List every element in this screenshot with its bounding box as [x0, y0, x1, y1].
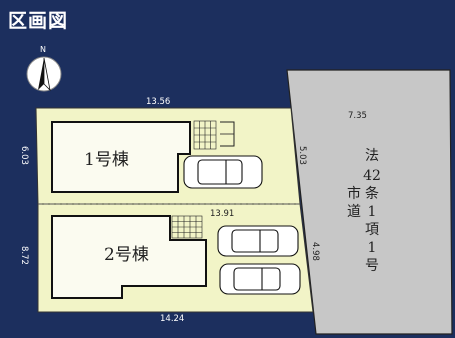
dim-lot1-depth: 6.03 [19, 146, 29, 165]
car-lot-1 [183, 155, 263, 189]
road-label-char: 1 [368, 240, 377, 256]
north-arrow-icon [26, 56, 62, 92]
road-label-char: 1 [368, 204, 377, 220]
road-label-char: 市 [347, 185, 361, 202]
road-label-char: 号 [365, 258, 379, 274]
dim-road-width: 7.35 [348, 111, 367, 121]
road-area [286, 69, 453, 335]
building-2-outline [51, 215, 207, 299]
porch-2-grid [171, 215, 203, 239]
dim-middle-width: 13.91 [210, 209, 234, 219]
road-label-char: 条 [365, 185, 379, 202]
road-label-char: 法 [365, 148, 379, 164]
car-lot-2-upper [217, 225, 299, 257]
road-label: 法 42 条 1 項 1 号 市 道 [347, 148, 381, 274]
lot-2-label: 2号棟 [104, 245, 149, 265]
porch-1-grid [193, 120, 217, 150]
dim-bottom-width: 14.24 [160, 314, 184, 324]
dim-lot2-depth: 8.72 [19, 246, 29, 265]
building-1-outline [51, 121, 191, 193]
lot-1-label: 1号棟 [84, 150, 129, 170]
car-lot-2-lower [219, 263, 301, 295]
road-label-char: 42 [363, 168, 381, 184]
dim-road-side-lower: 4.98 [310, 242, 320, 261]
dim-top-width: 13.56 [146, 97, 170, 107]
road-label-char: 項 [365, 222, 379, 238]
compass-label: N [40, 45, 46, 54]
road-label-char: 道 [347, 204, 361, 220]
page-title: 区画図 [8, 10, 69, 32]
dim-road-side-upper: 5.03 [297, 146, 307, 165]
